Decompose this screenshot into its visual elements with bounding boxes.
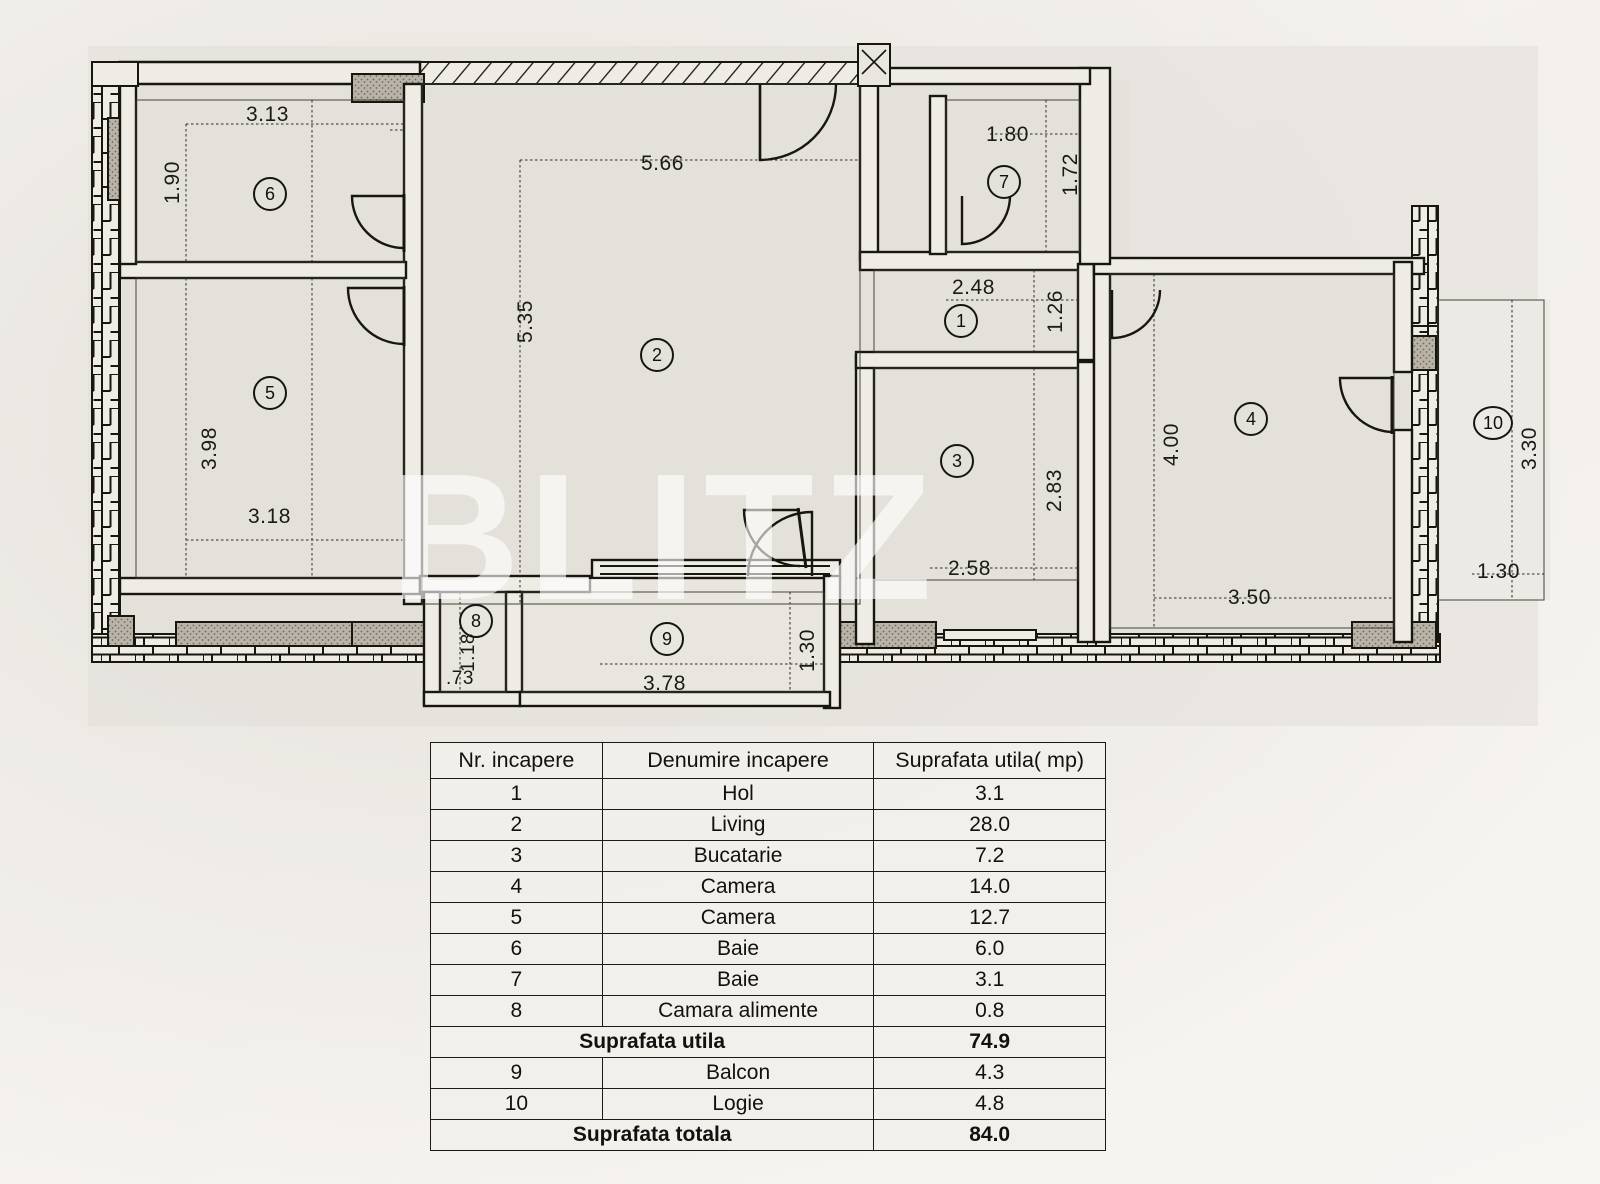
dim-room4-height: 4.00 bbox=[1160, 423, 1183, 466]
table-row: 7 Baie 3.1 bbox=[430, 964, 1106, 996]
cell-nr: 3 bbox=[430, 840, 603, 872]
table-row: 8 Camara alimente 0.8 bbox=[430, 995, 1106, 1027]
dim-room10-width: 1.30 bbox=[1477, 560, 1520, 583]
dim-room6-height: 1.90 bbox=[161, 161, 184, 204]
table-row: 2 Living 28.0 bbox=[430, 809, 1106, 841]
cell-nr: 2 bbox=[430, 809, 603, 841]
room-marker-5: 5 bbox=[253, 376, 287, 410]
subtotal-label: Suprafata utila bbox=[429, 1026, 875, 1058]
cell-name: Baie bbox=[601, 964, 875, 996]
room-marker-6: 6 bbox=[253, 177, 287, 211]
dim-room1-width: 2.48 bbox=[952, 276, 995, 299]
cell-area: 3.1 bbox=[873, 964, 1106, 996]
dim-room2-width: 5.66 bbox=[641, 152, 684, 175]
dim-room8-height: 1.18 bbox=[458, 633, 479, 672]
cell-area: 0.8 bbox=[873, 995, 1106, 1027]
dim-room5-width: 3.18 bbox=[248, 505, 291, 528]
cell-name: Camera bbox=[601, 902, 875, 934]
room-marker-8: 8 bbox=[459, 604, 493, 638]
room-outlines bbox=[135, 83, 1545, 693]
cell-name: Bucatarie bbox=[601, 840, 875, 872]
table-row: 6 Baie 6.0 bbox=[430, 933, 1106, 965]
table-row: 5 Camera 12.7 bbox=[430, 902, 1106, 934]
total-label: Suprafata totala bbox=[429, 1119, 875, 1151]
dim-room9-height: 1.30 bbox=[796, 629, 819, 672]
room-marker-3: 3 bbox=[940, 444, 974, 478]
cell-area: 14.0 bbox=[873, 871, 1106, 903]
room-marker-9: 9 bbox=[650, 622, 684, 656]
table-row: 3 Bucatarie 7.2 bbox=[430, 840, 1106, 872]
cell-nr: 8 bbox=[430, 995, 603, 1027]
corner-details bbox=[91, 61, 139, 87]
cell-name: Balcon bbox=[601, 1057, 875, 1089]
table-subtotal-row: Suprafata utila 74.9 bbox=[429, 1026, 1106, 1058]
cell-name: Baie bbox=[601, 933, 875, 965]
table-total-row: Suprafata totala 84.0 bbox=[429, 1119, 1106, 1151]
cell-name: Living bbox=[601, 809, 875, 841]
dim-room2-height: 5.35 bbox=[514, 300, 537, 343]
cell-area: 6.0 bbox=[873, 933, 1106, 965]
subtotal-area: 74.9 bbox=[873, 1026, 1106, 1058]
cell-nr: 1 bbox=[430, 778, 603, 810]
cell-name: Hol bbox=[601, 778, 875, 810]
cell-area: 28.0 bbox=[873, 809, 1106, 841]
cell-name: Camara alimente bbox=[601, 995, 875, 1027]
dim-room1-height: 1.26 bbox=[1044, 290, 1067, 333]
cell-area: 7.2 bbox=[873, 840, 1106, 872]
floor-plan-drawing bbox=[91, 43, 1550, 710]
dim-room6-width: 3.13 bbox=[246, 103, 289, 126]
table-row: 4 Camera 14.0 bbox=[430, 871, 1106, 903]
table-row: 9 Balcon 4.3 bbox=[430, 1057, 1106, 1089]
table-row: 1 Hol 3.1 bbox=[430, 778, 1106, 810]
room-marker-2: 2 bbox=[640, 338, 674, 372]
dim-room10-height: 3.30 bbox=[1518, 427, 1541, 470]
entry-door-frame bbox=[857, 43, 891, 87]
room-area-table: Nr. incapere Denumire incapere Suprafata… bbox=[429, 742, 1106, 1151]
cell-nr: 6 bbox=[430, 933, 603, 965]
dim-room3-height: 2.83 bbox=[1043, 469, 1066, 512]
cell-nr: 7 bbox=[430, 964, 603, 996]
cell-nr: 4 bbox=[430, 871, 603, 903]
room-marker-7: 7 bbox=[987, 165, 1021, 199]
cell-area: 4.8 bbox=[873, 1088, 1106, 1120]
room-marker-1: 1 bbox=[944, 304, 978, 338]
cell-nr: 9 bbox=[430, 1057, 603, 1089]
header-area: Suprafata utila( mp) bbox=[873, 742, 1106, 779]
cell-area: 3.1 bbox=[873, 778, 1106, 810]
header-nr: Nr. incapere bbox=[430, 742, 603, 779]
cell-nr: 5 bbox=[430, 902, 603, 934]
door-leaves bbox=[402, 194, 1394, 569]
room-marker-4: 4 bbox=[1234, 402, 1268, 436]
cell-name: Camera bbox=[601, 871, 875, 903]
table-row: 10 Logie 4.8 bbox=[430, 1088, 1106, 1120]
dimension-lines bbox=[185, 100, 1544, 692]
cell-area: 4.3 bbox=[873, 1057, 1106, 1089]
dim-room7-width: 1.80 bbox=[986, 123, 1029, 146]
total-area: 84.0 bbox=[873, 1119, 1106, 1151]
balcony-rail bbox=[600, 565, 1037, 641]
cell-nr: 10 bbox=[430, 1088, 603, 1120]
dim-room9-width: 3.78 bbox=[643, 672, 686, 695]
header-name: Denumire incapere bbox=[601, 742, 875, 779]
dim-room7-height: 1.72 bbox=[1059, 153, 1082, 196]
cell-area: 12.7 bbox=[873, 902, 1106, 934]
floor-fills bbox=[120, 80, 1550, 710]
dim-room4-width: 3.50 bbox=[1228, 586, 1271, 609]
room-marker-10: 10 bbox=[1473, 406, 1513, 440]
table-header-row: Nr. incapere Denumire incapere Suprafata… bbox=[430, 742, 1106, 779]
dim-room8-width: .73 bbox=[446, 668, 474, 689]
dim-room3-width: 2.58 bbox=[948, 557, 991, 580]
dim-room5-height: 3.98 bbox=[198, 427, 221, 470]
cell-name: Logie bbox=[601, 1088, 875, 1120]
